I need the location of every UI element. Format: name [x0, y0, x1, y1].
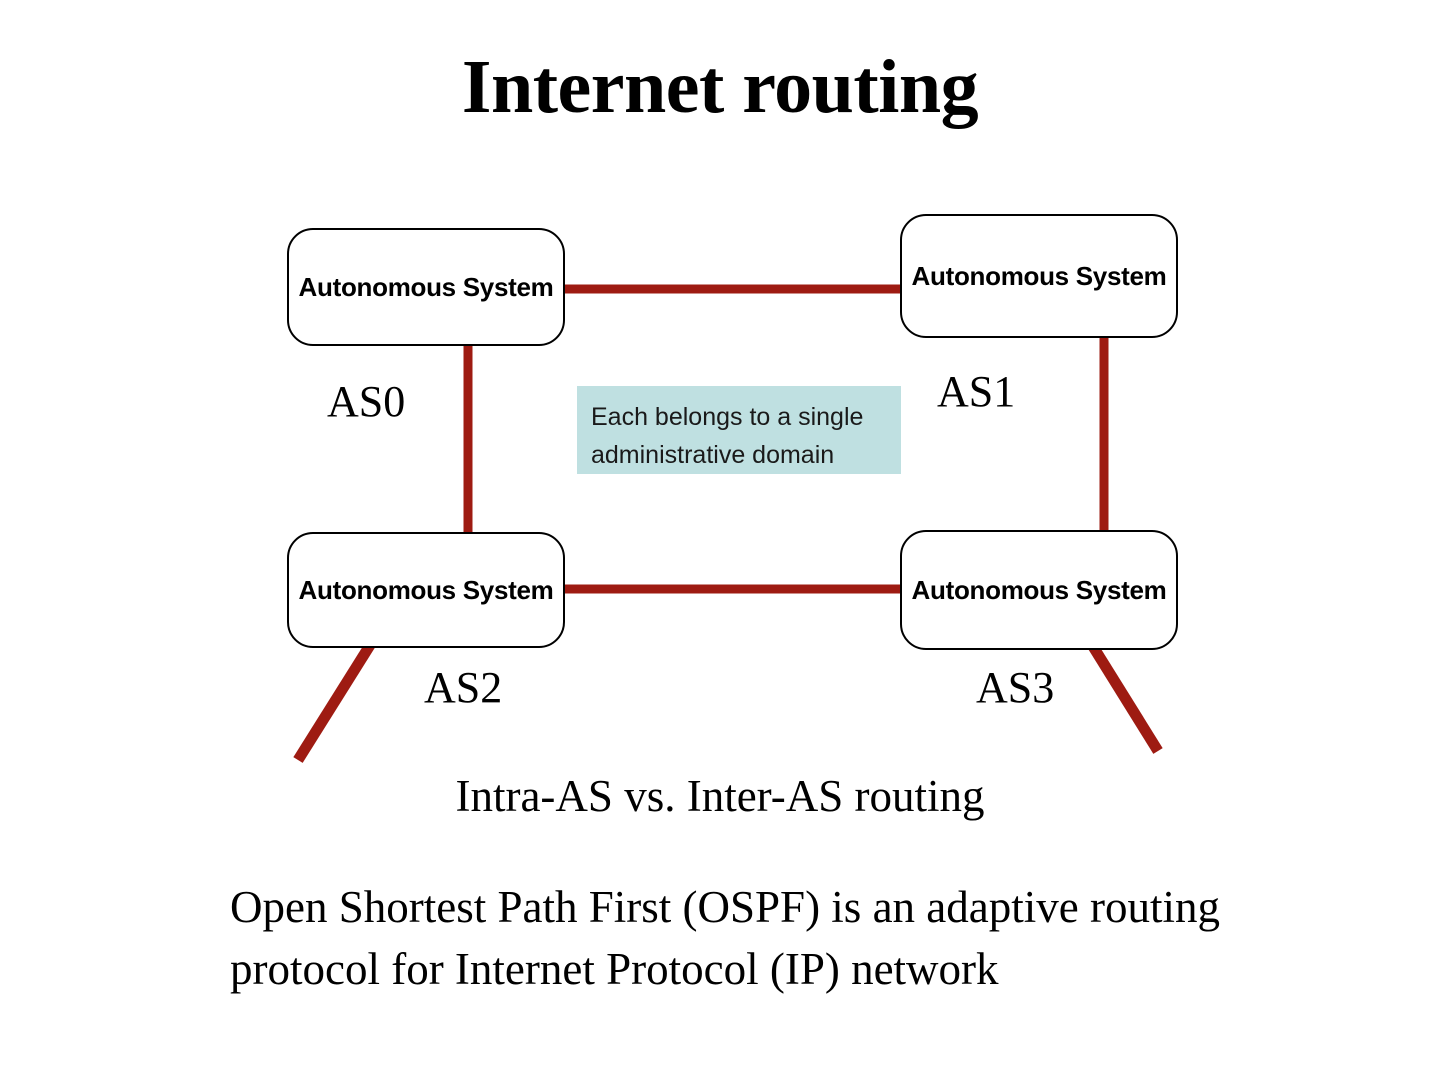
as-node-label: Autonomous System — [911, 574, 1167, 605]
link-as2-external — [293, 639, 377, 763]
callout-note: Each belongs to a single administrative … — [577, 386, 901, 474]
as-caption-as1: AS1 — [937, 367, 1016, 416]
as-caption-as3: AS3 — [976, 663, 1055, 712]
as-node-as1[interactable]: Autonomous System — [900, 214, 1178, 338]
as-node-label: Autonomous System — [298, 574, 554, 605]
as-caption-as2: AS2 — [424, 663, 503, 712]
as-node-as0[interactable]: Autonomous System — [287, 228, 565, 346]
body-paragraph-line-2: protocol for Internet Protocol (IP) netw… — [230, 944, 999, 994]
as-caption-as0: AS0 — [327, 377, 406, 426]
body-paragraph: Open Shortest Path First (OSPF) is an ad… — [230, 876, 1320, 1000]
as-node-as3[interactable]: Autonomous System — [900, 530, 1178, 650]
body-paragraph-line-1: Open Shortest Path First (OSPF) is an ad… — [230, 882, 1220, 932]
page-title: Internet routing — [461, 45, 979, 129]
as-node-label: Autonomous System — [911, 260, 1167, 291]
as-node-as2[interactable]: Autonomous System — [287, 532, 565, 648]
callout-line-1: Each belongs to a single — [591, 403, 864, 431]
as-node-label: Autonomous System — [298, 271, 554, 302]
subtitle-text: Intra-AS vs. Inter-AS routing — [455, 771, 985, 821]
link-as3-external — [1084, 637, 1163, 754]
callout-line-2: administrative domain — [591, 441, 835, 469]
